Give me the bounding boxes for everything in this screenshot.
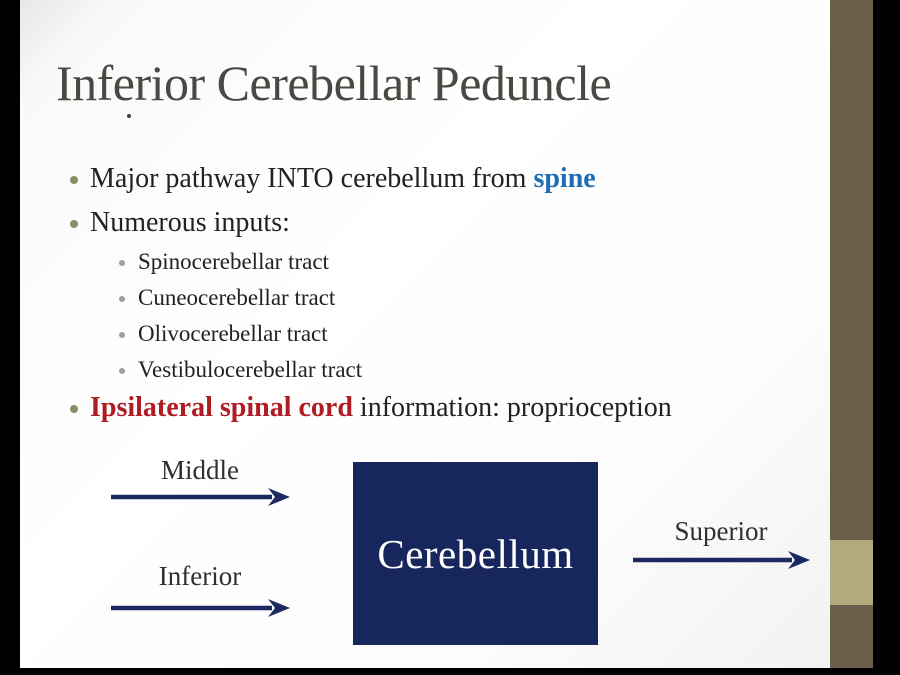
cerebellum-box-label: Cerebellum	[377, 530, 574, 577]
sub-bullet-dot-icon	[119, 368, 125, 374]
right-theme-strip	[830, 0, 873, 668]
sub-bullet-text: Spinocerebellar tract	[138, 249, 329, 274]
bullet-major-pathway-text: Major pathway INTO cerebellum from spine	[90, 163, 596, 195]
bullet-dot-icon	[70, 405, 78, 413]
ipsilateral-highlight: Ipsilateral spinal cord	[90, 392, 353, 423]
inferior-arrow-label: Inferior	[158, 561, 242, 591]
superior-output-arrow	[633, 551, 810, 569]
sub-bullet-cuneocerebellar: Cuneocerebellar tract	[119, 285, 335, 311]
bullet-ipsilateral: Ipsilateral spinal cord information: pro…	[70, 392, 672, 424]
sub-bullet-vestibulocerebellar: Vestibulocerebellar tract	[119, 357, 362, 383]
sub-bullet-dot-icon	[119, 260, 125, 266]
sub-bullet-text: Cuneocerebellar tract	[138, 285, 336, 310]
sub-bullet-spinocerebellar: Spinocerebellar tract	[119, 249, 329, 275]
sub-bullet-dot-icon	[119, 296, 125, 302]
superior-arrow-label: Superior	[674, 516, 768, 546]
bullet-major-pre: Major pathway INTO cerebellum from	[90, 163, 534, 194]
middle-arrow-label: Middle	[161, 455, 239, 485]
spine-highlight: spine	[533, 163, 596, 194]
sub-bullet-text: Olivocerebellar tract	[138, 321, 328, 346]
bullet-dot-icon	[70, 220, 78, 228]
sub-bullet-text: Vestibulocerebellar tract	[138, 357, 363, 382]
stray-dot	[127, 114, 131, 118]
middle-input-arrow	[111, 488, 290, 506]
strip-accent-block	[830, 540, 873, 605]
bullet-major-pathway: Major pathway INTO cerebellum from spine	[70, 163, 596, 195]
inferior-input-arrow	[111, 599, 290, 617]
sub-bullet-dot-icon	[119, 332, 125, 338]
bullet-dot-icon	[70, 176, 78, 184]
cerebellum-box: Cerebellum	[353, 462, 598, 645]
bullet-ipsilateral-post: information: proprioception	[352, 392, 672, 423]
bullet-ipsilateral-text: Ipsilateral spinal cord information: pro…	[90, 392, 672, 424]
sub-bullet-olivocerebellar: Olivocerebellar tract	[119, 321, 328, 347]
bullet-numerous-inputs: Numerous inputs:	[70, 207, 290, 239]
bullet-numerous-inputs-text: Numerous inputs:	[90, 207, 290, 238]
slide-title: Inferior Cerebellar Peduncle	[56, 55, 612, 111]
slide-canvas: Inferior Cerebellar Peduncle Major pathw…	[20, 0, 830, 668]
